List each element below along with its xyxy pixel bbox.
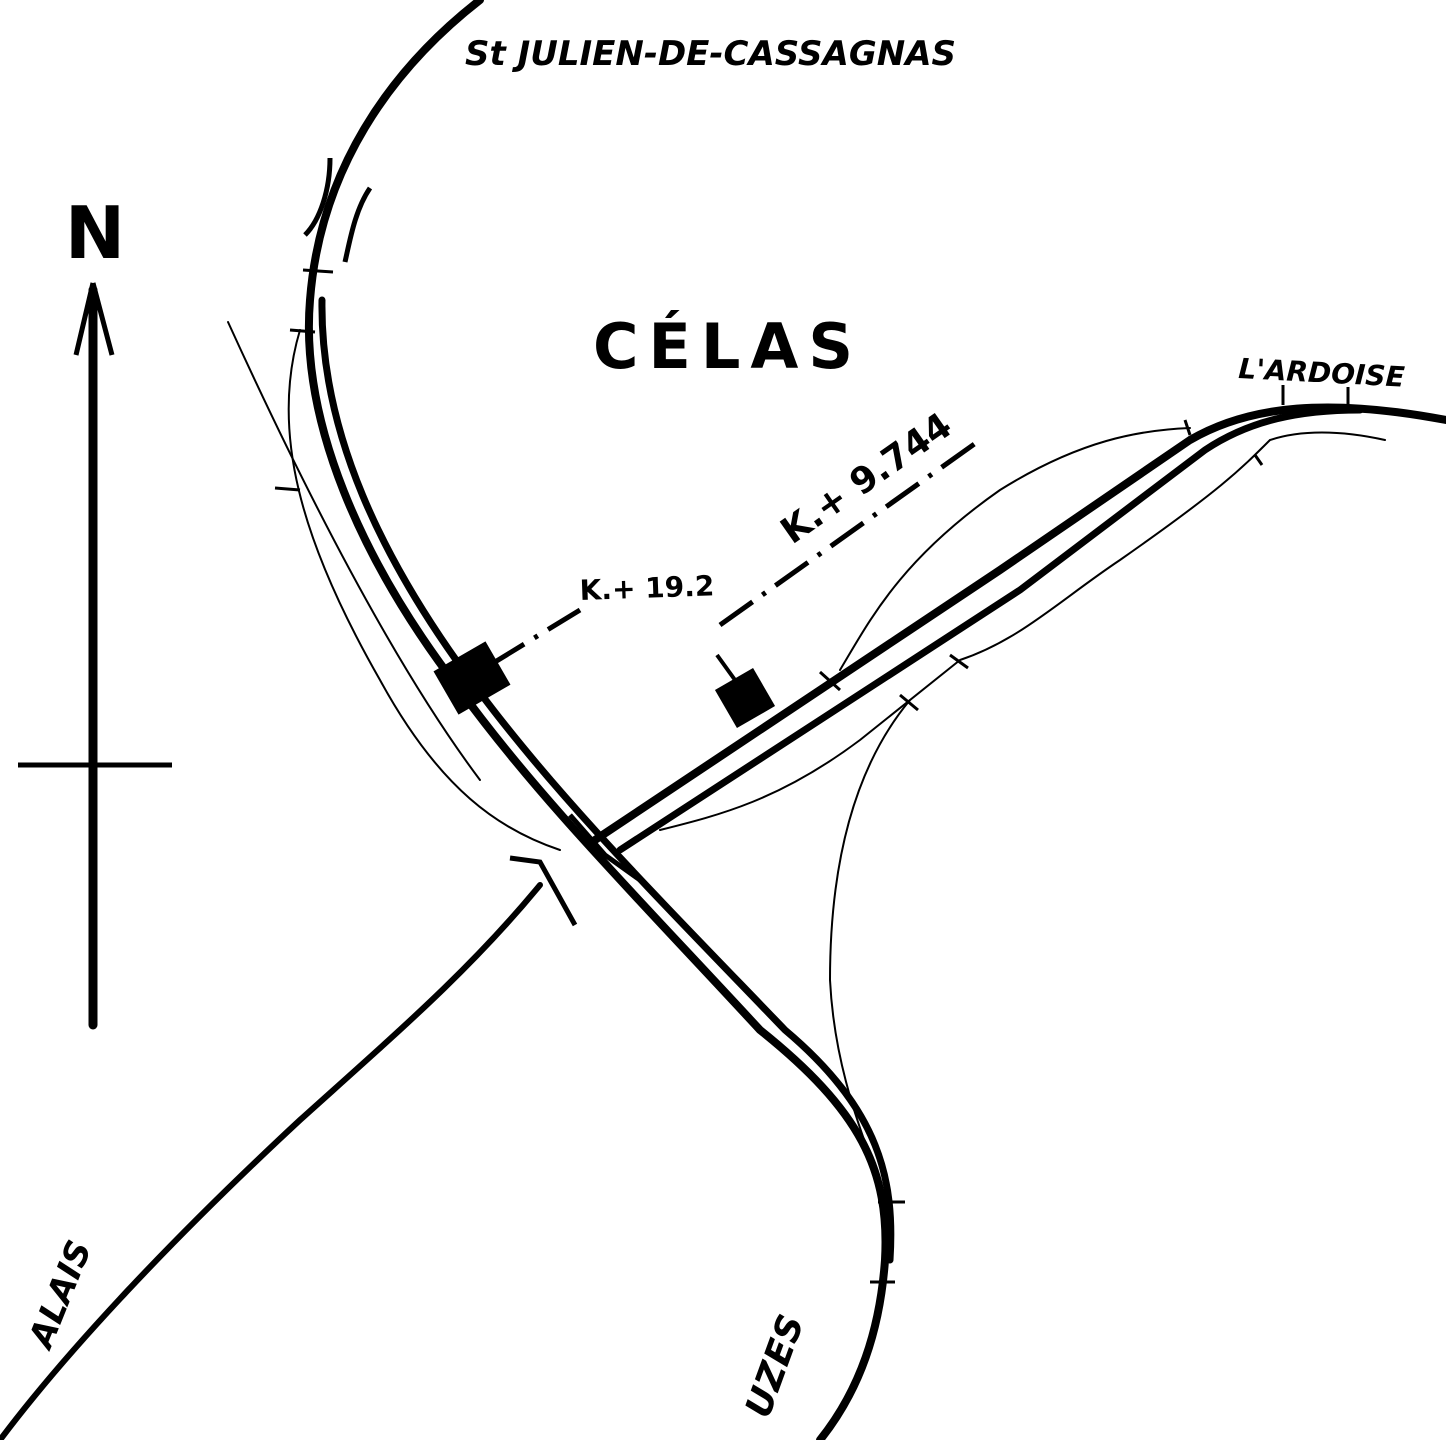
label-ardoise: L'ARDOISE xyxy=(1238,352,1406,394)
main-line-track xyxy=(227,0,895,1440)
km-marker-19-2: K.+ 19.2 xyxy=(579,569,715,607)
km-marker-9-744: K.+ 9.744 xyxy=(774,405,960,552)
north-label: N xyxy=(65,191,125,275)
alais-line-track xyxy=(0,882,543,1440)
north-arrow-icon xyxy=(18,282,172,1030)
km-leader-lines xyxy=(488,437,982,682)
building-icon xyxy=(714,667,776,729)
station-name: CÉLAS xyxy=(593,310,863,383)
label-st-julien: St JULIEN-DE-CASSAGNAS xyxy=(465,34,956,74)
track-ticks xyxy=(274,268,1350,1284)
station-building-icon xyxy=(433,641,511,715)
ardoise-line-track xyxy=(591,403,1446,1201)
bridge-marks xyxy=(303,157,642,927)
label-uzes: UZES xyxy=(738,1310,813,1423)
